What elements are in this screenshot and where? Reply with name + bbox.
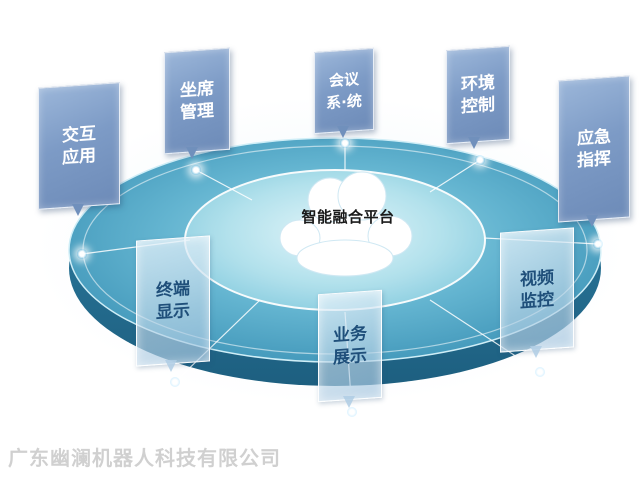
cloud-shape xyxy=(279,171,413,277)
platform-title: 智能融合平台 xyxy=(301,208,395,226)
node-dot-seat xyxy=(191,165,201,175)
tag-pointer xyxy=(530,346,542,358)
node-dot-terminal xyxy=(170,377,180,387)
node-dot-video xyxy=(535,367,545,377)
tag-pointer xyxy=(343,396,355,408)
node-dot-emergency xyxy=(593,239,603,249)
tag-pointer xyxy=(72,204,84,216)
node-dot-business xyxy=(347,407,357,417)
module-interactive-app: 交互 应用 xyxy=(38,82,120,210)
module-business-display: 业务 展示 xyxy=(318,289,382,403)
module-label: 应急 指挥 xyxy=(577,126,611,172)
module-terminal-display: 终端 显示 xyxy=(136,235,210,367)
module-label: 交互 应用 xyxy=(62,123,96,169)
module-label: 会议 系·统 xyxy=(326,69,362,113)
module-label: 环境 控制 xyxy=(461,72,495,118)
module-label: 终端 显示 xyxy=(156,278,190,324)
module-label: 视频 监控 xyxy=(520,267,554,313)
tag-pointer xyxy=(165,360,177,372)
module-label: 业务 展示 xyxy=(333,323,367,369)
node-dot-environment xyxy=(475,155,485,165)
module-emergency-command: 应急 指挥 xyxy=(558,75,630,223)
tag-pointer xyxy=(186,147,198,159)
module-environment-control: 环境 控制 xyxy=(446,45,510,145)
module-video-monitoring: 视频 监控 xyxy=(500,227,574,353)
module-conference-system: 会议 系·统 xyxy=(314,47,374,135)
tag-pointer xyxy=(468,137,480,149)
company-watermark: 广东幽澜机器人科技有限公司 xyxy=(8,446,281,470)
module-label: 坐席 管理 xyxy=(180,78,214,124)
tag-pointer xyxy=(337,126,349,138)
tag-pointer xyxy=(586,215,598,227)
node-dot-conference xyxy=(340,138,350,148)
module-seat-management: 坐席 管理 xyxy=(164,47,230,155)
node-dot-interactive xyxy=(77,249,87,259)
